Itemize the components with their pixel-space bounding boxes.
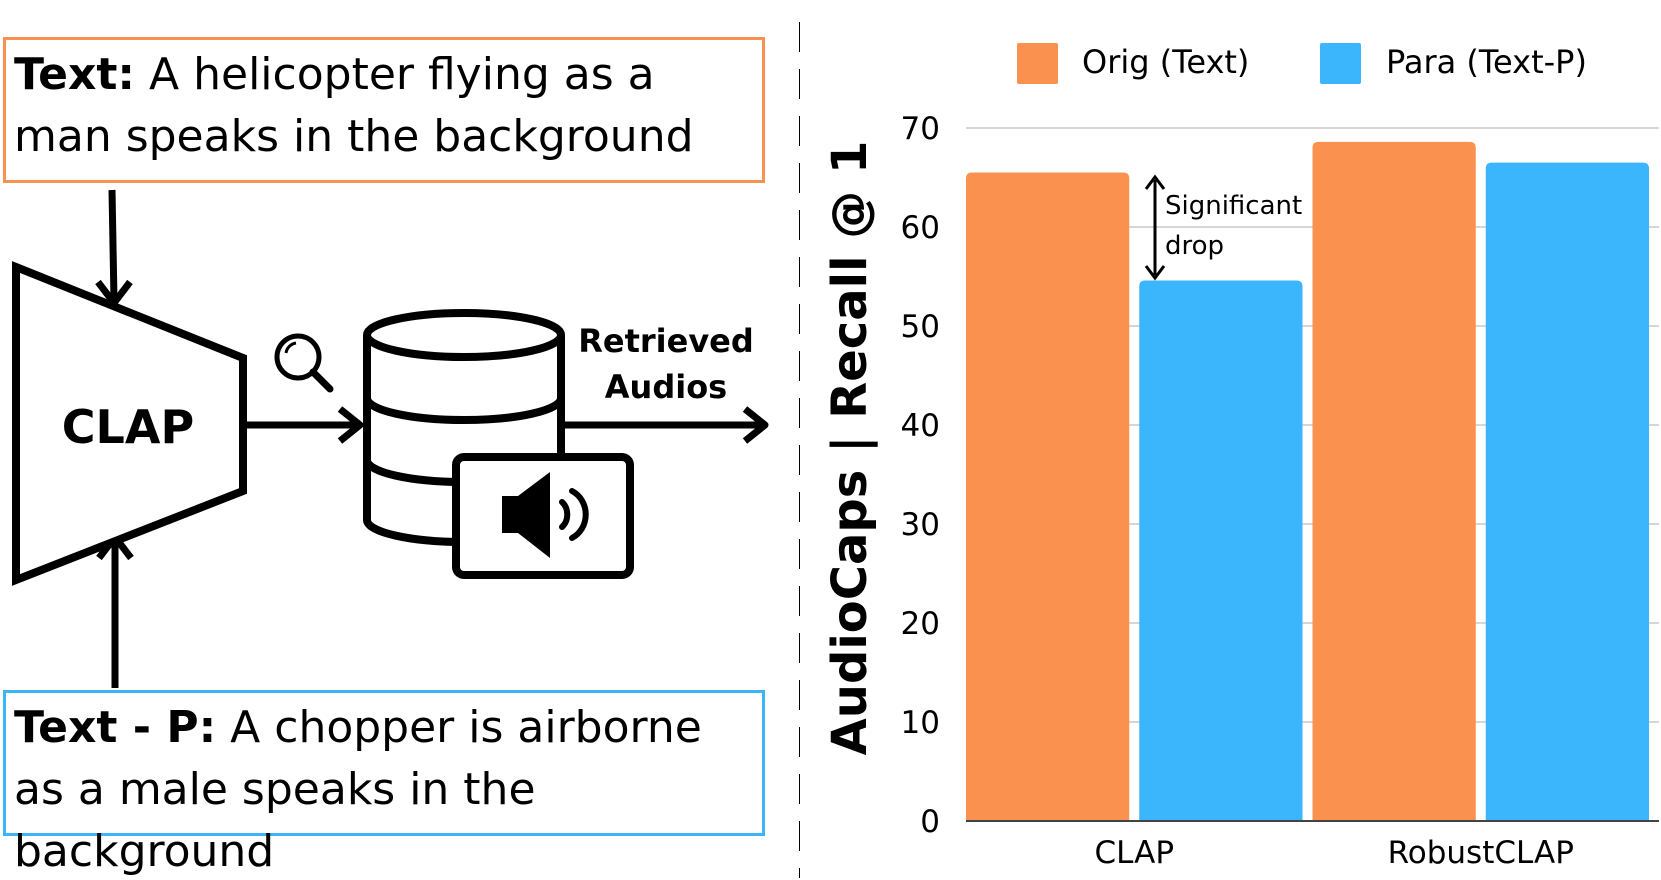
original-text-box: Text: A helicopter flying as a man speak… bbox=[3, 37, 765, 183]
drop-annotation-line2: drop bbox=[1165, 231, 1224, 261]
legend-swatch-para bbox=[1320, 43, 1361, 84]
chart-x-ticks: CLAP RobustCLAP bbox=[1094, 835, 1573, 871]
original-text-body: A helicopter flying as a man speaks in t… bbox=[14, 49, 694, 162]
legend-label-orig: Orig (Text) bbox=[1082, 43, 1249, 81]
paraphrased-text-box: Text - P: A chopper is airborne as a mal… bbox=[3, 690, 765, 877]
drop-annotation-head-top bbox=[1144, 174, 1166, 190]
clap-encoder-label: CLAP bbox=[62, 400, 194, 454]
arrow-text-to-encoder bbox=[108, 189, 118, 301]
retrieval-diagram: CLAP Retrieved Audios bbox=[12, 22, 800, 878]
drop-annotation: Significant drop bbox=[1144, 174, 1302, 281]
legend-swatch-orig bbox=[1017, 43, 1058, 84]
retrieved-label-line2: Audios bbox=[605, 368, 727, 406]
bar-clap-orig bbox=[966, 172, 1130, 822]
paraphrased-text-label: Text - P: bbox=[14, 702, 217, 753]
drop-annotation-line1: Significant bbox=[1165, 191, 1302, 221]
drop-annotation-head-bottom bbox=[1144, 265, 1166, 281]
chart-y-ticks: 0 10 20 30 40 50 60 70 bbox=[901, 111, 940, 840]
speaker-icon bbox=[452, 453, 634, 579]
chart-y-axis-label: AudioCaps | Recall @ 1 bbox=[822, 141, 878, 756]
chart-bars bbox=[966, 141, 1649, 822]
y-tick-label: 70 bbox=[901, 111, 940, 147]
legend-label-para: Para (Text-P) bbox=[1386, 43, 1587, 81]
x-tick-label: RobustCLAP bbox=[1388, 835, 1574, 871]
y-tick-label: 30 bbox=[901, 507, 940, 543]
y-tick-label: 20 bbox=[901, 606, 940, 642]
original-text-label: Text: bbox=[14, 49, 136, 100]
chart-legend: Orig (Text) Para (Text-P) bbox=[1017, 43, 1587, 84]
y-tick-label: 40 bbox=[901, 408, 940, 444]
clap-encoder-shape bbox=[12, 261, 247, 586]
x-tick-label: CLAP bbox=[1094, 835, 1174, 871]
y-tick-label: 60 bbox=[901, 210, 940, 246]
y-tick-label: 0 bbox=[920, 804, 940, 840]
magnifier-icon bbox=[274, 333, 334, 393]
paraphrased-text-body: A chopper is airborne as a male speaks i… bbox=[14, 702, 702, 877]
bar-robustclap-orig bbox=[1312, 141, 1476, 822]
arrowhead-right-1 bbox=[337, 406, 364, 444]
arrowhead-right-2 bbox=[742, 406, 769, 444]
y-tick-label: 50 bbox=[901, 309, 940, 345]
bar-clap-para bbox=[1139, 280, 1303, 822]
bar-robustclap-para bbox=[1485, 162, 1649, 821]
y-tick-label: 10 bbox=[901, 705, 940, 741]
retrieved-label-line1: Retrieved bbox=[578, 322, 754, 360]
